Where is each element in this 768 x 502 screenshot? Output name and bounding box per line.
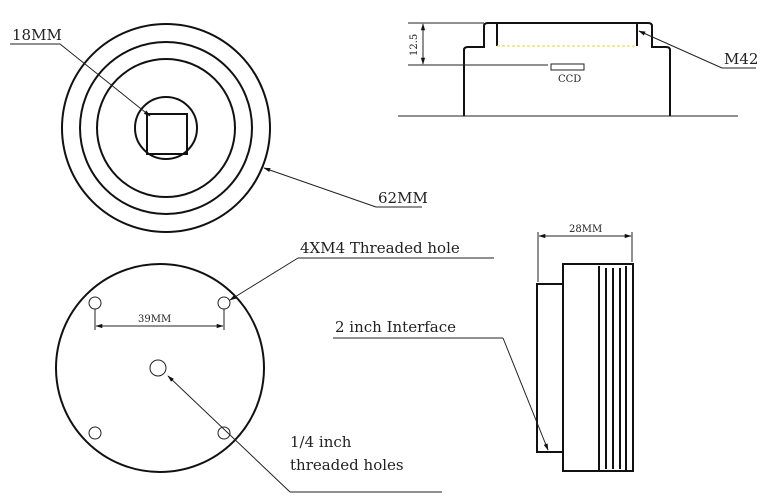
hole-spacing-label: 39MM (138, 314, 171, 325)
sensor-square (146, 113, 188, 155)
inner-ring (96, 58, 236, 198)
mount-holes-label: 4XM4 Threaded hole (300, 239, 460, 257)
middle-ring (79, 41, 253, 215)
ccd-sensor (550, 63, 585, 71)
nose-piece (536, 283, 564, 453)
m4-hole (88, 296, 102, 310)
aperture (134, 96, 198, 160)
outer-ring (61, 23, 271, 233)
height-dim-label: 12.5 (409, 34, 420, 56)
rear-plate (55, 263, 265, 473)
tripod-label-line1: 1/4 inch (290, 433, 352, 451)
rear-view: 39MM 4XM4 Threaded hole 1/4 inch threade… (55, 239, 494, 493)
m4-hole (217, 426, 231, 440)
front-view: 18MM 62MM (10, 23, 428, 233)
tripod-hole (149, 359, 167, 377)
ccd-label: CCD (558, 74, 581, 85)
interface-label: 2 inch Interface (335, 318, 456, 336)
m4-hole (88, 426, 102, 440)
outer-diameter-label: 62MM (378, 189, 428, 207)
thread-label: M42 (724, 50, 758, 68)
sensor-size-label: 18MM (12, 26, 62, 44)
tripod-label-line2: threaded holes (290, 456, 404, 474)
side-section-view: 12.5 CCD M42 (398, 22, 758, 117)
profile-view: 28MM 2 inch Interface (333, 224, 634, 472)
length-dim-label: 28MM (569, 224, 602, 235)
m4-hole (217, 296, 231, 310)
